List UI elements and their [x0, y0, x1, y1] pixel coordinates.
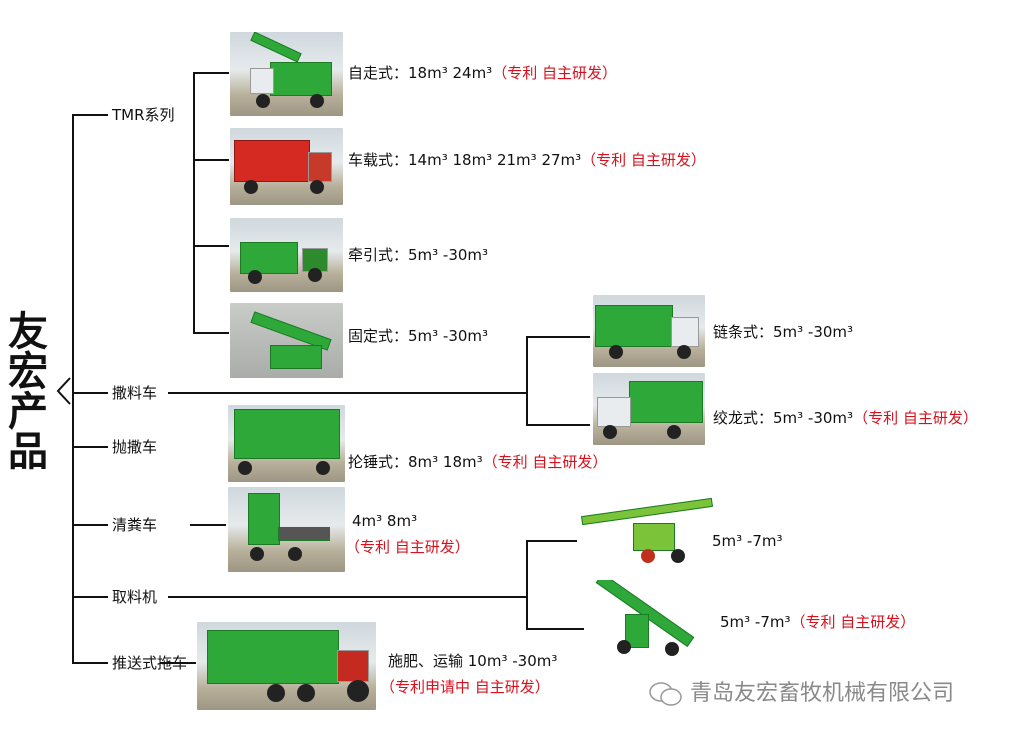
- title-text: 友宏产品: [8, 309, 48, 475]
- branch-line: [72, 524, 108, 526]
- chain-spreader-photo: [593, 295, 705, 367]
- product-label: 5m³ -7m³（专利 自主研发）: [720, 613, 915, 631]
- patent-note: （专利 自主研发）: [482, 453, 608, 471]
- loader-photo-2: [585, 580, 715, 660]
- truck-mounted-tmr-photo: [230, 128, 343, 205]
- branch-line: [526, 336, 590, 338]
- branch-line: [72, 392, 108, 394]
- product-spec: 抡锤式：8m³ 18m³: [348, 453, 483, 471]
- manure-cleaner-photo: [228, 487, 345, 572]
- branch-line: [526, 540, 528, 630]
- push-trailer-photo: [197, 622, 376, 710]
- branch-line: [526, 424, 590, 426]
- patent-note: （专利 自主研发）: [345, 538, 470, 556]
- loader-photo-1: [577, 493, 715, 568]
- patent-note: （专利 自主研发）: [492, 64, 617, 82]
- branch-line: [160, 662, 196, 664]
- branch-line: [72, 114, 108, 116]
- branch-line: [193, 332, 229, 334]
- branch-line: [193, 245, 229, 247]
- hammer-thrower-photo: [228, 405, 345, 482]
- product-spec: 牵引式：5m³ -30m³: [348, 246, 489, 264]
- watermark-text: 青岛友宏畜牧机械有限公司: [690, 681, 955, 706]
- product-spec: 5m³ -7m³: [720, 613, 791, 631]
- branch-line: [526, 540, 584, 542]
- branch-line: [72, 446, 108, 448]
- patent-note: （专利 自主研发）: [853, 409, 978, 427]
- patent-note: （专利 自主研发）: [790, 613, 916, 631]
- branch-line: [72, 662, 108, 664]
- towed-tmr-photo: [230, 218, 343, 292]
- category-cleaner: 清粪车: [112, 516, 158, 534]
- product-spec: 自走式：18m³ 24m³: [348, 64, 493, 82]
- category-loader: 取料机: [112, 588, 158, 606]
- category-tmr: TMR系列: [112, 106, 175, 124]
- patent-note: （专利 自主研发）: [581, 151, 706, 169]
- product-label: 抡锤式：8m³ 18m³（专利 自主研发）: [348, 453, 607, 471]
- product-spec: 固定式：5m³ -30m³: [348, 327, 489, 345]
- product-label: 车载式：14m³ 18m³ 21m³ 27m³（专利 自主研发）: [348, 151, 706, 169]
- trunk-line: [72, 114, 74, 664]
- category-spreader: 撒料车: [112, 384, 158, 402]
- branch-line: [72, 596, 108, 598]
- product-spec: 5m³ -7m³: [712, 532, 783, 550]
- product-spec: 绞龙式：5m³ -30m³: [713, 409, 854, 427]
- branch-line: [193, 72, 229, 74]
- product-spec: 车载式：14m³ 18m³ 21m³ 27m³: [348, 151, 582, 169]
- branch-line: [168, 596, 528, 598]
- tmr-branch-line: [193, 72, 195, 334]
- branch-line: [168, 392, 528, 394]
- product-label: 自走式：18m³ 24m³（专利 自主研发）: [348, 64, 617, 82]
- patent-note: （专利申请中 自主研发）: [380, 678, 550, 696]
- stationary-tmr-photo: [230, 303, 343, 378]
- branch-line: [190, 524, 226, 526]
- category-trailer: 推送式拖车: [112, 654, 188, 672]
- branch-line: [526, 336, 528, 426]
- product-spec: 链条式：5m³ -30m³: [713, 323, 854, 341]
- branch-line: [526, 628, 584, 630]
- product-label: 绞龙式：5m³ -30m³（专利 自主研发）: [713, 409, 978, 427]
- bracket-icon: [56, 377, 71, 405]
- product-spec: 施肥、运输 10m³ -30m³: [388, 652, 558, 670]
- auger-spreader-photo: [593, 373, 705, 445]
- branch-line: [193, 159, 229, 161]
- category-thrower: 抛撒车: [112, 438, 158, 456]
- wechat-icon: [649, 682, 682, 706]
- product-spec: 4m³ 8m³: [352, 512, 418, 530]
- diagram-title: 友宏产品: [8, 312, 52, 472]
- self-propelled-tmr-photo: [230, 32, 343, 116]
